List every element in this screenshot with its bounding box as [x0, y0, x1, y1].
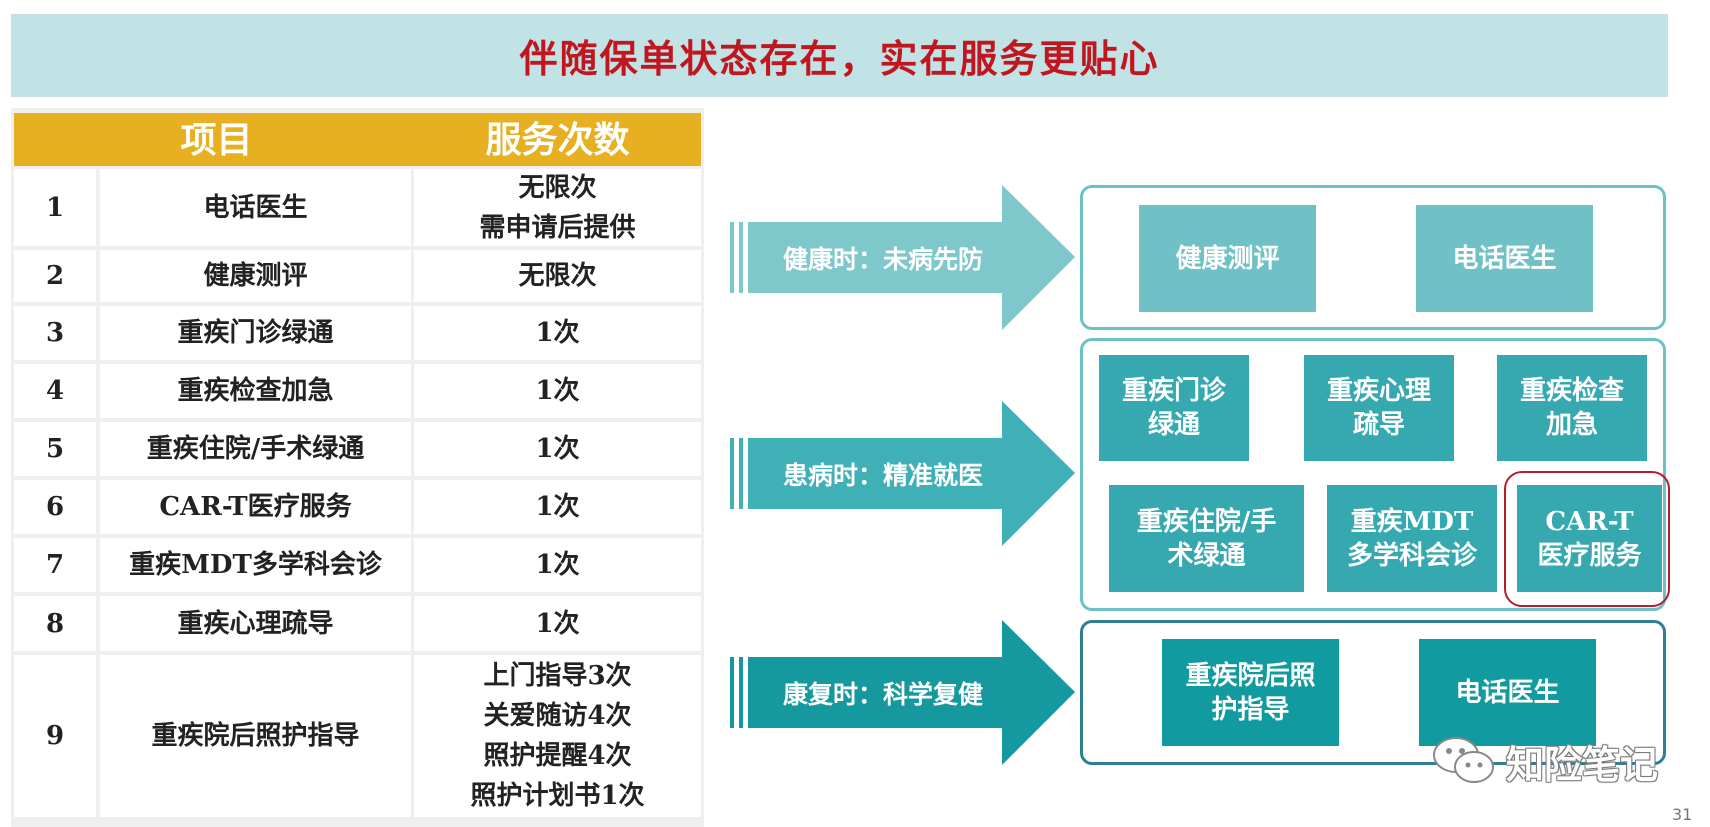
box-text: 重疾院后照: [1185, 660, 1316, 691]
box-text: 医疗服务: [1537, 540, 1642, 571]
box-text: 疏导: [1352, 410, 1405, 440]
service-box: 重疾门诊 绿通: [1099, 355, 1249, 461]
row-number: 9: [14, 655, 96, 817]
service-box: 重疾MDT 多学科会诊: [1327, 485, 1497, 592]
box-text: 重疾门诊: [1121, 376, 1226, 406]
stage-label: 健康时：未病先防: [783, 244, 984, 274]
page-title: 伴随保单状态存在，实在服务更贴心: [519, 36, 1160, 81]
row-number: 7: [14, 538, 96, 592]
box-text: 多学科会诊: [1346, 540, 1477, 571]
service-box: 电话医生: [1416, 205, 1593, 312]
count-line: 照护提醒4次: [483, 741, 632, 771]
row-item: 健康测评: [100, 250, 411, 302]
count-line: 照护计划书1次: [470, 781, 645, 811]
row-count: 1次: [414, 306, 701, 360]
header-item: 项目: [14, 113, 419, 166]
highlight-circle: [1504, 471, 1670, 607]
row-count: 无限次 需申请后提供: [414, 169, 701, 246]
box-text: 护指导: [1211, 694, 1290, 725]
row-count: 无限次: [414, 250, 701, 302]
box-text: 重疾心理: [1326, 376, 1431, 406]
header-count: 服务次数: [414, 113, 701, 166]
box-text: 重疾MDT: [1350, 506, 1474, 537]
row-count: 1次: [414, 422, 701, 476]
row-number: 5: [14, 422, 96, 476]
service-box: 重疾心理 疏导: [1304, 355, 1454, 461]
watermark: 知险笔记: [1430, 733, 1658, 789]
box-text: 健康测评: [1175, 243, 1280, 274]
count-line: 无限次: [518, 172, 597, 203]
row-count: 1次: [414, 538, 701, 592]
box-text: 电话医生: [1455, 677, 1560, 708]
row-item: CAR-T医疗服务: [100, 480, 411, 534]
title-banner: 伴随保单状态存在，实在服务更贴心: [11, 14, 1668, 97]
box-text: 电话医生: [1452, 243, 1557, 274]
stage-label: 康复时：科学复健: [783, 679, 984, 709]
row-number: 8: [14, 596, 96, 651]
row-item: 电话医生: [100, 169, 411, 246]
row-count: 上门指导3次 关爱随访4次 照护提醒4次 照护计划书1次: [414, 655, 701, 817]
stage-arrow-ill: [730, 401, 1075, 546]
box-text: CAR-T: [1545, 506, 1634, 537]
watermark-text: 知险笔记: [1506, 742, 1659, 787]
count-line: 上门指导3次: [483, 661, 632, 691]
row-item: 重疾门诊绿通: [100, 306, 411, 360]
box-text: 重疾住院/手: [1136, 506, 1277, 537]
service-box: 重疾住院/手 术绿通: [1109, 485, 1304, 592]
row-item: 重疾院后照护指导: [100, 655, 411, 817]
row-item: 重疾住院/手术绿通: [100, 422, 411, 476]
service-table: 项目 服务次数 1 电话医生 无限次 需申请后提供 2 健康测评 无限次 3 重…: [11, 108, 704, 827]
service-box: 重疾检查 加急: [1497, 355, 1647, 461]
box-text: 重疾检查: [1519, 376, 1624, 406]
row-item: 重疾心理疏导: [100, 596, 411, 651]
row-item: 重疾检查加急: [100, 364, 411, 418]
stage-arrow-recovery: [730, 620, 1075, 765]
stage-arrow-healthy: [730, 185, 1075, 330]
page-number: 31: [1672, 805, 1693, 824]
stage-label: 患病时：精准就医: [783, 460, 984, 490]
service-box: CAR-T 医疗服务: [1517, 485, 1662, 592]
row-number: 1: [14, 169, 96, 246]
box-text: 术绿通: [1167, 540, 1246, 571]
row-item: 重疾MDT多学科会诊: [100, 538, 411, 592]
wechat-icon: [1433, 737, 1494, 783]
row-number: 4: [14, 364, 96, 418]
box-text: 加急: [1545, 410, 1598, 440]
row-count: 1次: [414, 364, 701, 418]
row-number: 6: [14, 480, 96, 534]
box-text: 绿通: [1147, 410, 1200, 440]
count-line: 关爱随访4次: [483, 701, 632, 731]
row-count: 1次: [414, 596, 701, 651]
row-count: 1次: [414, 480, 701, 534]
service-box: 重疾院后照 护指导: [1162, 639, 1339, 746]
row-number: 2: [14, 250, 96, 302]
count-line: 需申请后提供: [479, 212, 636, 243]
service-box: 电话医生: [1419, 639, 1596, 746]
service-box: 健康测评: [1139, 205, 1316, 312]
row-number: 3: [14, 306, 96, 360]
